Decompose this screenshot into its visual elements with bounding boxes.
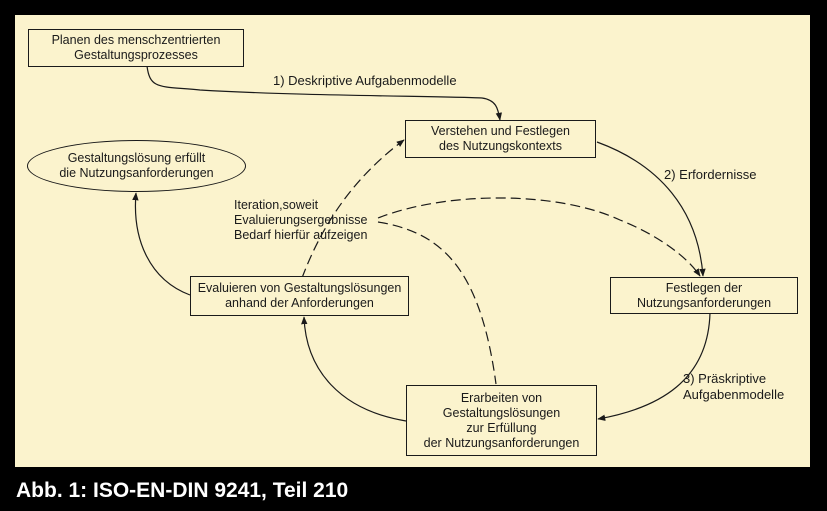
festlegen-box: Festlegen der Nutzungsanforderungen <box>610 277 798 314</box>
label-praeskriptive: 3) Präskriptive Aufgabenmodelle <box>683 371 785 402</box>
arrow-erarbeiten-to-evaluieren <box>301 316 407 422</box>
arrow-festlegen-to-erarbeiten <box>597 312 711 421</box>
dashed-iteration-to-erarbeiten <box>377 221 497 385</box>
dashed-iteration-to-verstehen <box>301 139 405 279</box>
label-erfordernisse: 2) Erfordernisse <box>664 167 757 182</box>
verstehen-box: Verstehen und Festlegen des Nutzungskont… <box>405 120 596 158</box>
figure-caption: Abb. 1: ISO-EN-DIN 9241, Teil 210 <box>16 479 349 502</box>
arrow-verstehen-to-festlegen <box>596 141 706 277</box>
arrow-evaluieren-to-erfuellt <box>132 192 191 296</box>
evaluieren-box: Evaluieren von Gestaltungslösungen anhan… <box>190 276 409 316</box>
label-deskriptive: 1) Deskriptive Aufgabenmodelle <box>273 73 457 88</box>
erfuellt-ellipse: Gestaltungslösung erfüllt die Nutzungsan… <box>27 140 246 192</box>
label-iteration: Iteration,soweit Evaluierungsergebnisse … <box>234 198 368 242</box>
dashed-iteration-to-festlegen <box>377 197 701 277</box>
planen-box: Planen des menschzentrierten Gestaltungs… <box>28 29 244 67</box>
erarbeiten-box: Erarbeiten von Gestaltungslösungen zur E… <box>406 385 597 456</box>
arrow-planen-to-verstehen <box>146 65 502 121</box>
